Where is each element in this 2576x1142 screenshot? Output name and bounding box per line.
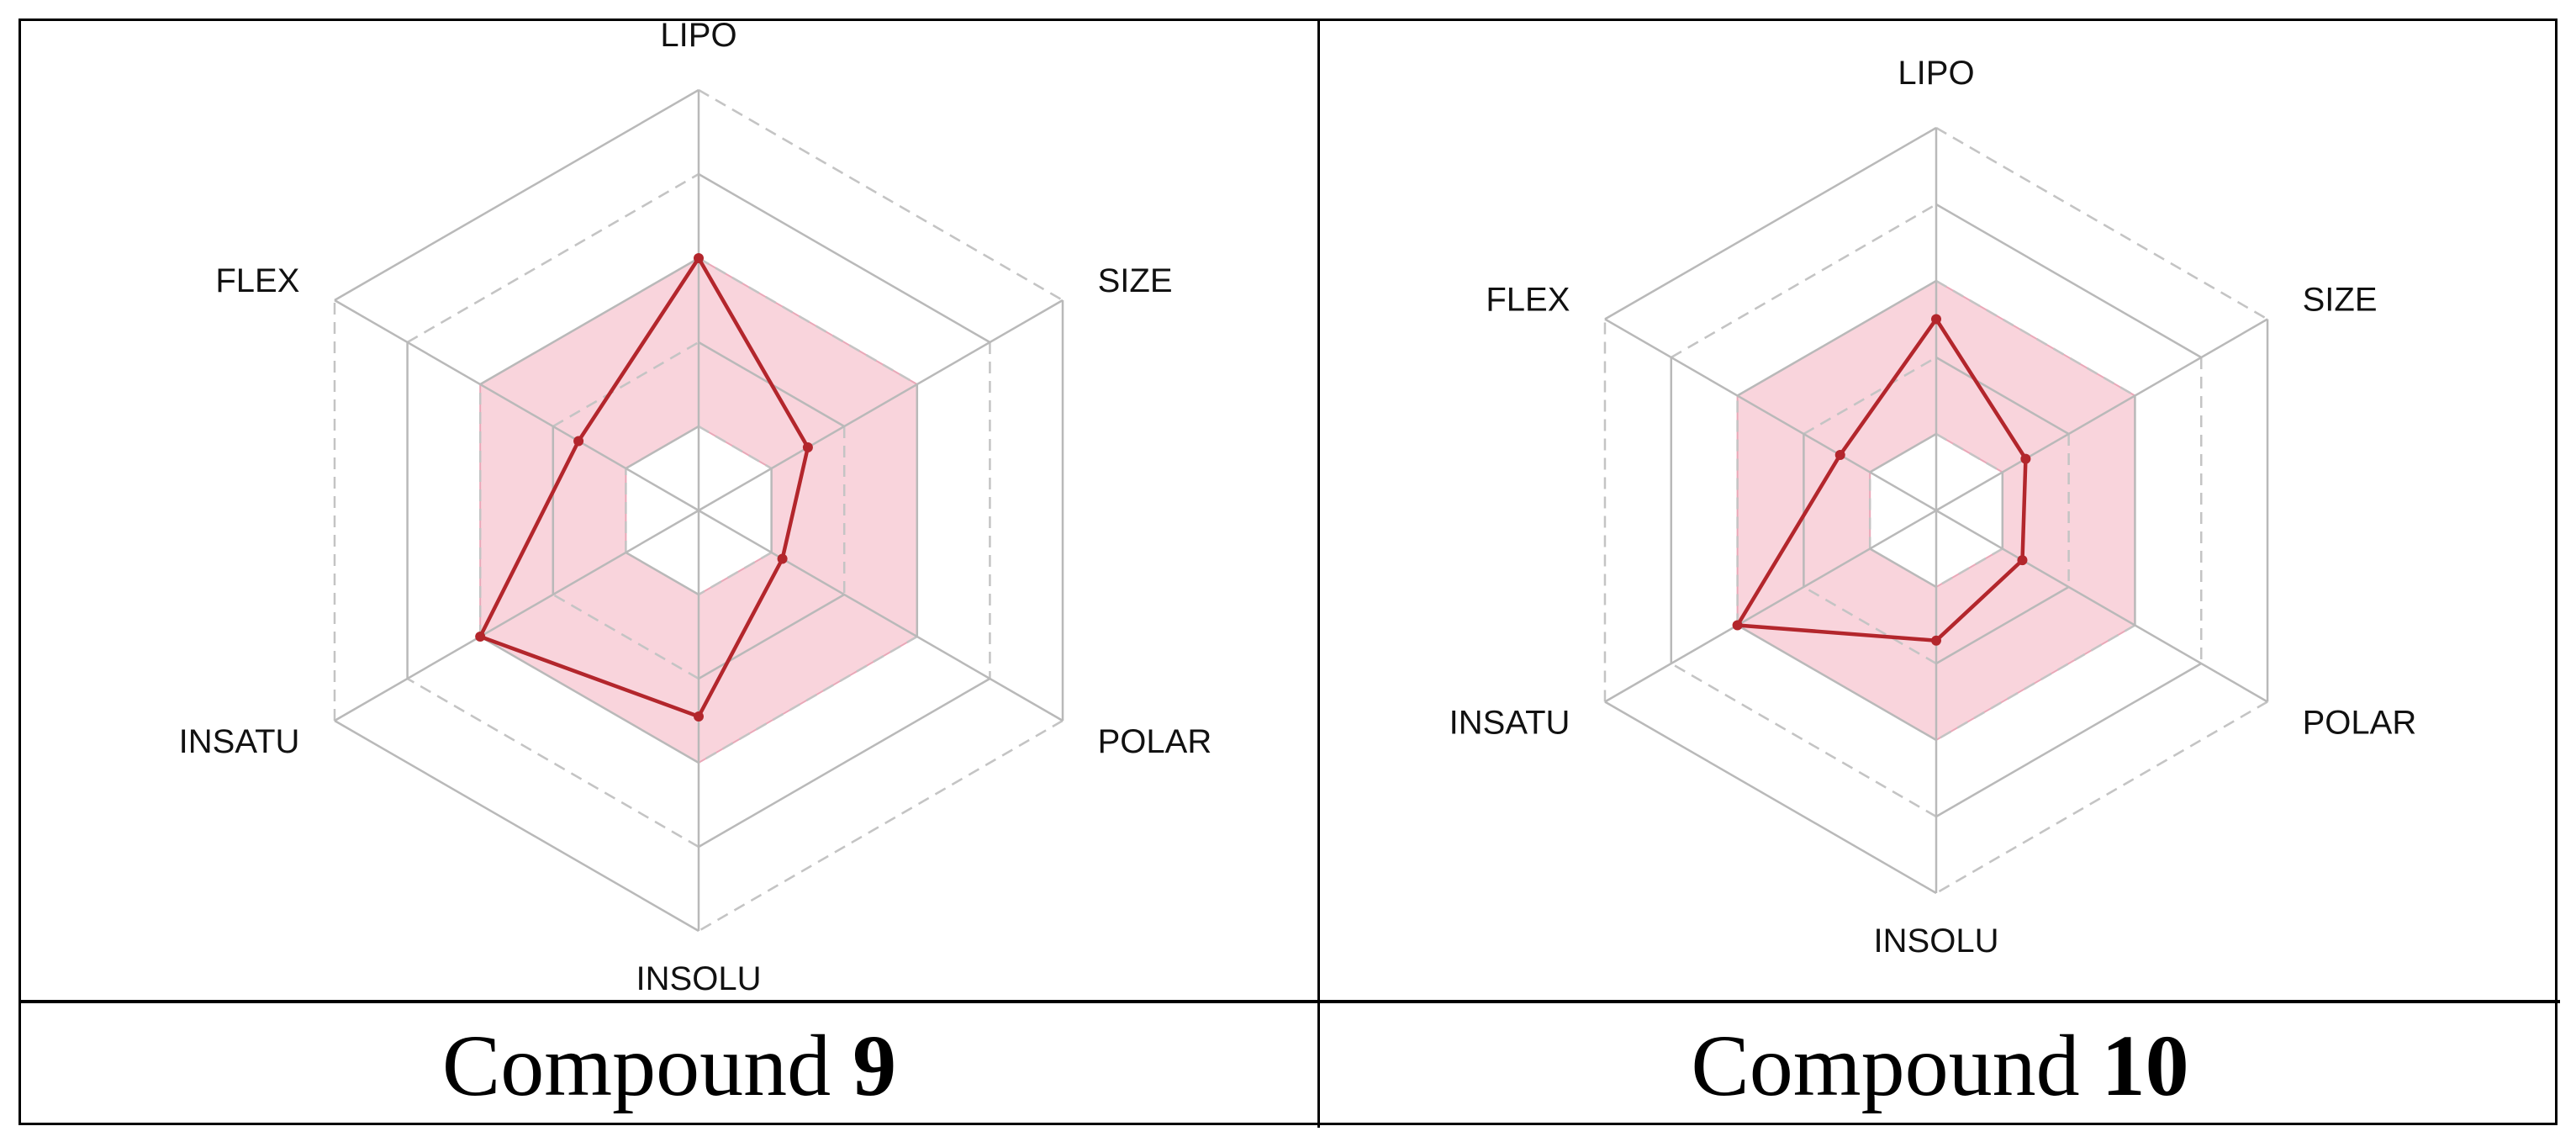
- grid-ring-segment: [1803, 585, 1937, 665]
- grid-ring-segment: [1803, 356, 1937, 436]
- radar-svg-compound-10: LIPO SIZE POLAR INSOLU INSATU FLEX: [1449, 55, 2417, 960]
- data-point-insatu: [475, 632, 486, 642]
- axis-label-insolu: INSOLU: [636, 960, 762, 997]
- grid-ring-segment: [1935, 701, 2268, 895]
- grid-ring-segment: [1869, 432, 1937, 473]
- data-point-insolu: [1931, 635, 1941, 646]
- caption-text: Compound: [441, 1017, 831, 1114]
- grid-ring-segment: [1604, 701, 1937, 895]
- axis-spoke-flex: [334, 299, 699, 512]
- caption-text: Compound: [1691, 1017, 2080, 1114]
- caption-compound-9: Compound 9: [21, 1003, 1320, 1128]
- grid-ring-segment: [479, 635, 699, 764]
- data-point-flex: [573, 436, 584, 447]
- radar-chart-compound-10: LIPO SIZE POLAR INSOLU INSATU FLEX: [1320, 21, 2560, 1003]
- grid-ring-segment: [698, 635, 918, 764]
- grid-ring-segment: [1935, 547, 2003, 589]
- data-point-lipo: [694, 253, 704, 263]
- grid-ring-segment: [698, 551, 773, 596]
- compound-number: 10: [2101, 1017, 2189, 1114]
- axis-label-flex: FLEX: [215, 262, 299, 299]
- data-point-insatu: [1732, 620, 1743, 631]
- axis-label-lipo: LIPO: [660, 21, 736, 54]
- data-point-size: [2020, 453, 2031, 464]
- grid-ring-segment: [479, 256, 699, 386]
- grid-ring-segment: [698, 172, 991, 344]
- grid-ring-segment: [1671, 662, 1937, 818]
- axis-spoke-insatu: [334, 509, 699, 722]
- axis-label-size: SIZE: [1098, 262, 1173, 299]
- radar-chart-compound-9: LIPO SIZE POLAR INSOLU INSATU FLEX: [21, 21, 1320, 1003]
- axis-label-insatu: INSATU: [179, 723, 300, 760]
- axis-spoke-size: [698, 299, 1064, 512]
- grid-ring-segment: [406, 172, 699, 344]
- grid-ring-segment: [1604, 126, 1937, 320]
- grid-ring-segment: [698, 719, 1064, 933]
- grid-ring-segment: [1935, 203, 2202, 359]
- axis-label-size: SIZE: [2303, 282, 2378, 319]
- grid-ring-segment: [698, 677, 991, 849]
- compound-comparison-table: LIPO SIZE POLAR INSOLU INSATU FLEX LIPO SIZE PO…: [18, 19, 2560, 1128]
- compound-number: 9: [853, 1017, 897, 1114]
- axis-spoke-polar: [1935, 509, 2268, 703]
- grid-ring-segment: [406, 677, 699, 849]
- grid-ring-segment: [1935, 126, 2268, 320]
- grid-ring-segment: [334, 88, 699, 302]
- data-point-polar: [2017, 555, 2028, 566]
- grid-ring-segment: [625, 551, 699, 596]
- grid-ring-segment: [552, 341, 699, 428]
- radar-svg-compound-9: LIPO SIZE POLAR INSOLU INSATU FLEX: [179, 21, 1212, 997]
- grid-ring-segment: [1736, 279, 1937, 397]
- grid-ring-segment: [1736, 624, 1937, 742]
- caption-compound-10: Compound 10: [1320, 1003, 2560, 1128]
- axis-spoke-insatu: [1604, 509, 1937, 703]
- data-point-lipo: [1931, 314, 1941, 325]
- axis-spoke-flex: [1604, 318, 1937, 512]
- axis-label-lipo: LIPO: [1898, 55, 1974, 92]
- data-point-size: [802, 442, 813, 452]
- grid-ring-segment: [1671, 203, 1937, 359]
- axis-label-insolu: INSOLU: [1874, 923, 1999, 960]
- grid-ring-segment: [625, 425, 699, 470]
- grid-ring-segment: [698, 425, 773, 470]
- data-point-polar: [777, 553, 788, 564]
- grid-ring-segment: [698, 256, 918, 386]
- grid-ring-segment: [1935, 356, 2070, 436]
- data-point-flex: [1834, 450, 1845, 461]
- grid-ring-segment: [1869, 547, 1937, 589]
- grid-ring-segment: [698, 88, 1064, 302]
- grid-ring-segment: [334, 719, 699, 933]
- axis-label-flex: FLEX: [1486, 282, 1570, 319]
- axis-label-polar: POLAR: [2303, 705, 2417, 742]
- grid-ring-segment: [698, 593, 845, 680]
- data-point-insolu: [694, 711, 704, 722]
- grid-ring-segment: [1935, 662, 2202, 818]
- axis-spoke-size: [1935, 318, 2268, 512]
- grid-ring-segment: [1935, 585, 2070, 665]
- axis-label-polar: POLAR: [1098, 723, 1212, 760]
- grid-ring-segment: [1935, 432, 2003, 473]
- axis-spoke-polar: [698, 509, 1064, 722]
- grid-ring-segment: [552, 593, 699, 680]
- axis-label-insatu: INSATU: [1449, 705, 1570, 742]
